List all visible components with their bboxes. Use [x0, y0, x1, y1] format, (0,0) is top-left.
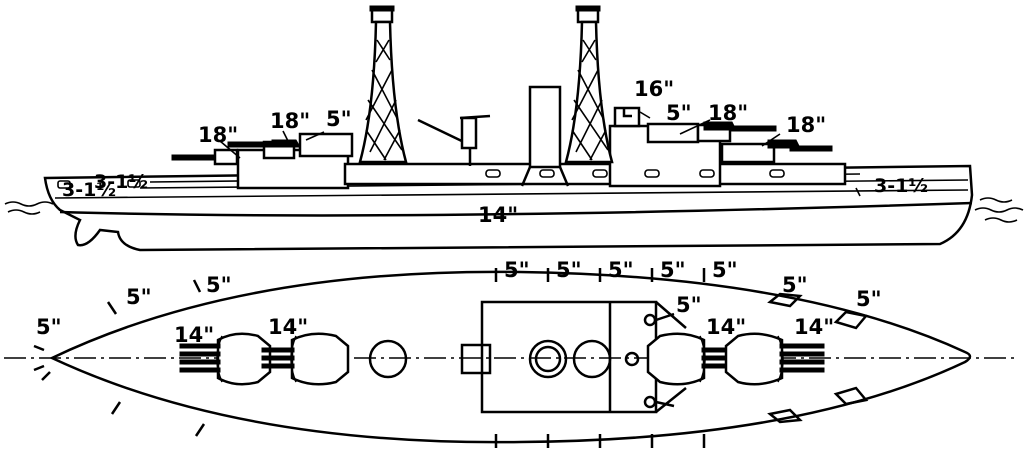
boat-crane [417, 114, 491, 166]
label-turret-fwd-wing-14: 14" [268, 315, 308, 339]
side-view: 3-1½ 3-1½ 14" 18" 18" 5" 16" 5" 18" 18" … [4, 5, 1024, 252]
label-casemate-fwd: 5" [326, 107, 352, 131]
aft-turret-side [720, 139, 833, 164]
forward-funnel-plan [368, 339, 408, 379]
label-conning-tower: 16" [634, 77, 674, 101]
forward-casemate [298, 132, 354, 158]
label-turret-aft-14: 14" [794, 315, 834, 339]
stern-sponson-upper [767, 292, 869, 330]
hull-armor-ticks [33, 268, 706, 448]
label-battery-2: 5" [556, 258, 582, 282]
label-stern-5a: 5" [782, 273, 808, 297]
aft-turret-plan [724, 332, 825, 386]
aft-funnel-plan [572, 339, 612, 379]
label-bow-side-1: 5" [126, 285, 152, 309]
label-stern-5b: 5" [856, 287, 882, 311]
label-bow-5: 5" [36, 315, 62, 339]
label-turret-aft: 18" [786, 113, 826, 137]
label-belt-bow-upper: 3-1½ [94, 171, 148, 193]
label-turret-aft-wing: 18" [708, 101, 748, 125]
central-citadel [480, 300, 658, 414]
side-leader-lines [219, 111, 861, 197]
forward-wing-turret-plan [261, 332, 350, 386]
forward-turret-plan [179, 332, 272, 386]
conning-tower [613, 106, 641, 128]
label-turret-aft-wing-14: 14" [706, 315, 746, 339]
hull-plan-outline [49, 270, 972, 444]
belt-armor-upper [54, 189, 969, 199]
stern-sponson-lower [767, 386, 869, 424]
label-belt-main: 14" [478, 203, 518, 227]
belt-armor-lower [59, 201, 973, 217]
label-battery-side: 5" [676, 293, 702, 317]
label-turret-fwd-14: 14" [174, 323, 214, 347]
label-casemate-aft: 5" [666, 101, 692, 125]
secondary-guns-plan [643, 312, 675, 409]
label-battery-3: 5" [608, 258, 634, 282]
funnel [528, 85, 562, 169]
label-turret-fwd-wing: 18" [270, 109, 310, 133]
funnel-plan [528, 339, 568, 379]
mast-plan [624, 351, 640, 367]
aft-casemate [646, 122, 700, 144]
casemate-ports [57, 169, 785, 189]
conning-plan [460, 343, 492, 375]
label-belt-stern: 3-1½ [874, 175, 928, 197]
label-battery-5: 5" [712, 258, 738, 282]
water-waves [4, 197, 1024, 223]
label-battery-1: 5" [504, 258, 530, 282]
aft-wing-turret-plan [646, 332, 735, 386]
aft-wing-turret-side [696, 121, 777, 143]
label-battery-4: 5" [660, 258, 686, 282]
plan-view: 5" 5" 5" 14" 14" 5" 5" 5" 5" 5" 5" 14" 1… [4, 258, 1018, 448]
forward-cage-mast [358, 5, 408, 164]
aft-cage-mast [564, 5, 614, 164]
label-turret-fwd: 18" [198, 123, 238, 147]
label-belt-bow: 3-1½ [62, 179, 116, 201]
label-bow-side-2: 5" [206, 273, 232, 297]
